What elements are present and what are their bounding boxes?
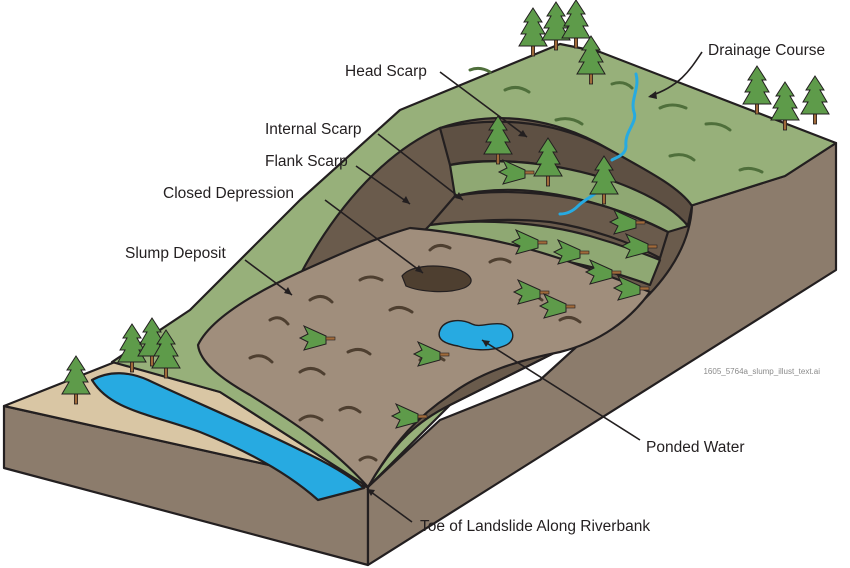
label-head-scarp: Head Scarp [345, 63, 427, 80]
labels: Head Scarp Drainage Course Internal Scar… [125, 42, 825, 535]
leader-drainage [649, 51, 703, 97]
label-internal-scarp: Internal Scarp [265, 121, 362, 138]
label-flank-scarp: Flank Scarp [265, 153, 348, 170]
internal-scarp-face [428, 190, 670, 260]
leader-lines [244, 51, 703, 523]
file-id-text: 1605_5764a_slump_illust_text.ai [703, 367, 820, 376]
river [90, 372, 366, 502]
label-toe-of-landslide: Toe of Landslide Along Riverbank [420, 518, 650, 535]
leader-slump-deposit [244, 259, 293, 296]
label-slump-deposit: Slump Deposit [125, 245, 226, 262]
leader-internal-scarp [377, 133, 464, 201]
label-ponded-water: Ponded Water [646, 439, 745, 456]
leader-toe [366, 488, 413, 523]
leader-ponded-water [481, 339, 641, 441]
leader-closed-depression [324, 199, 424, 274]
leader-flank-scarp [355, 165, 411, 205]
ponded-water [438, 319, 514, 351]
label-closed-depression: Closed Depression [163, 185, 294, 202]
leader-head-scarp [439, 71, 528, 138]
label-drainage-course: Drainage Course [708, 42, 825, 59]
closed-depression [401, 265, 472, 293]
